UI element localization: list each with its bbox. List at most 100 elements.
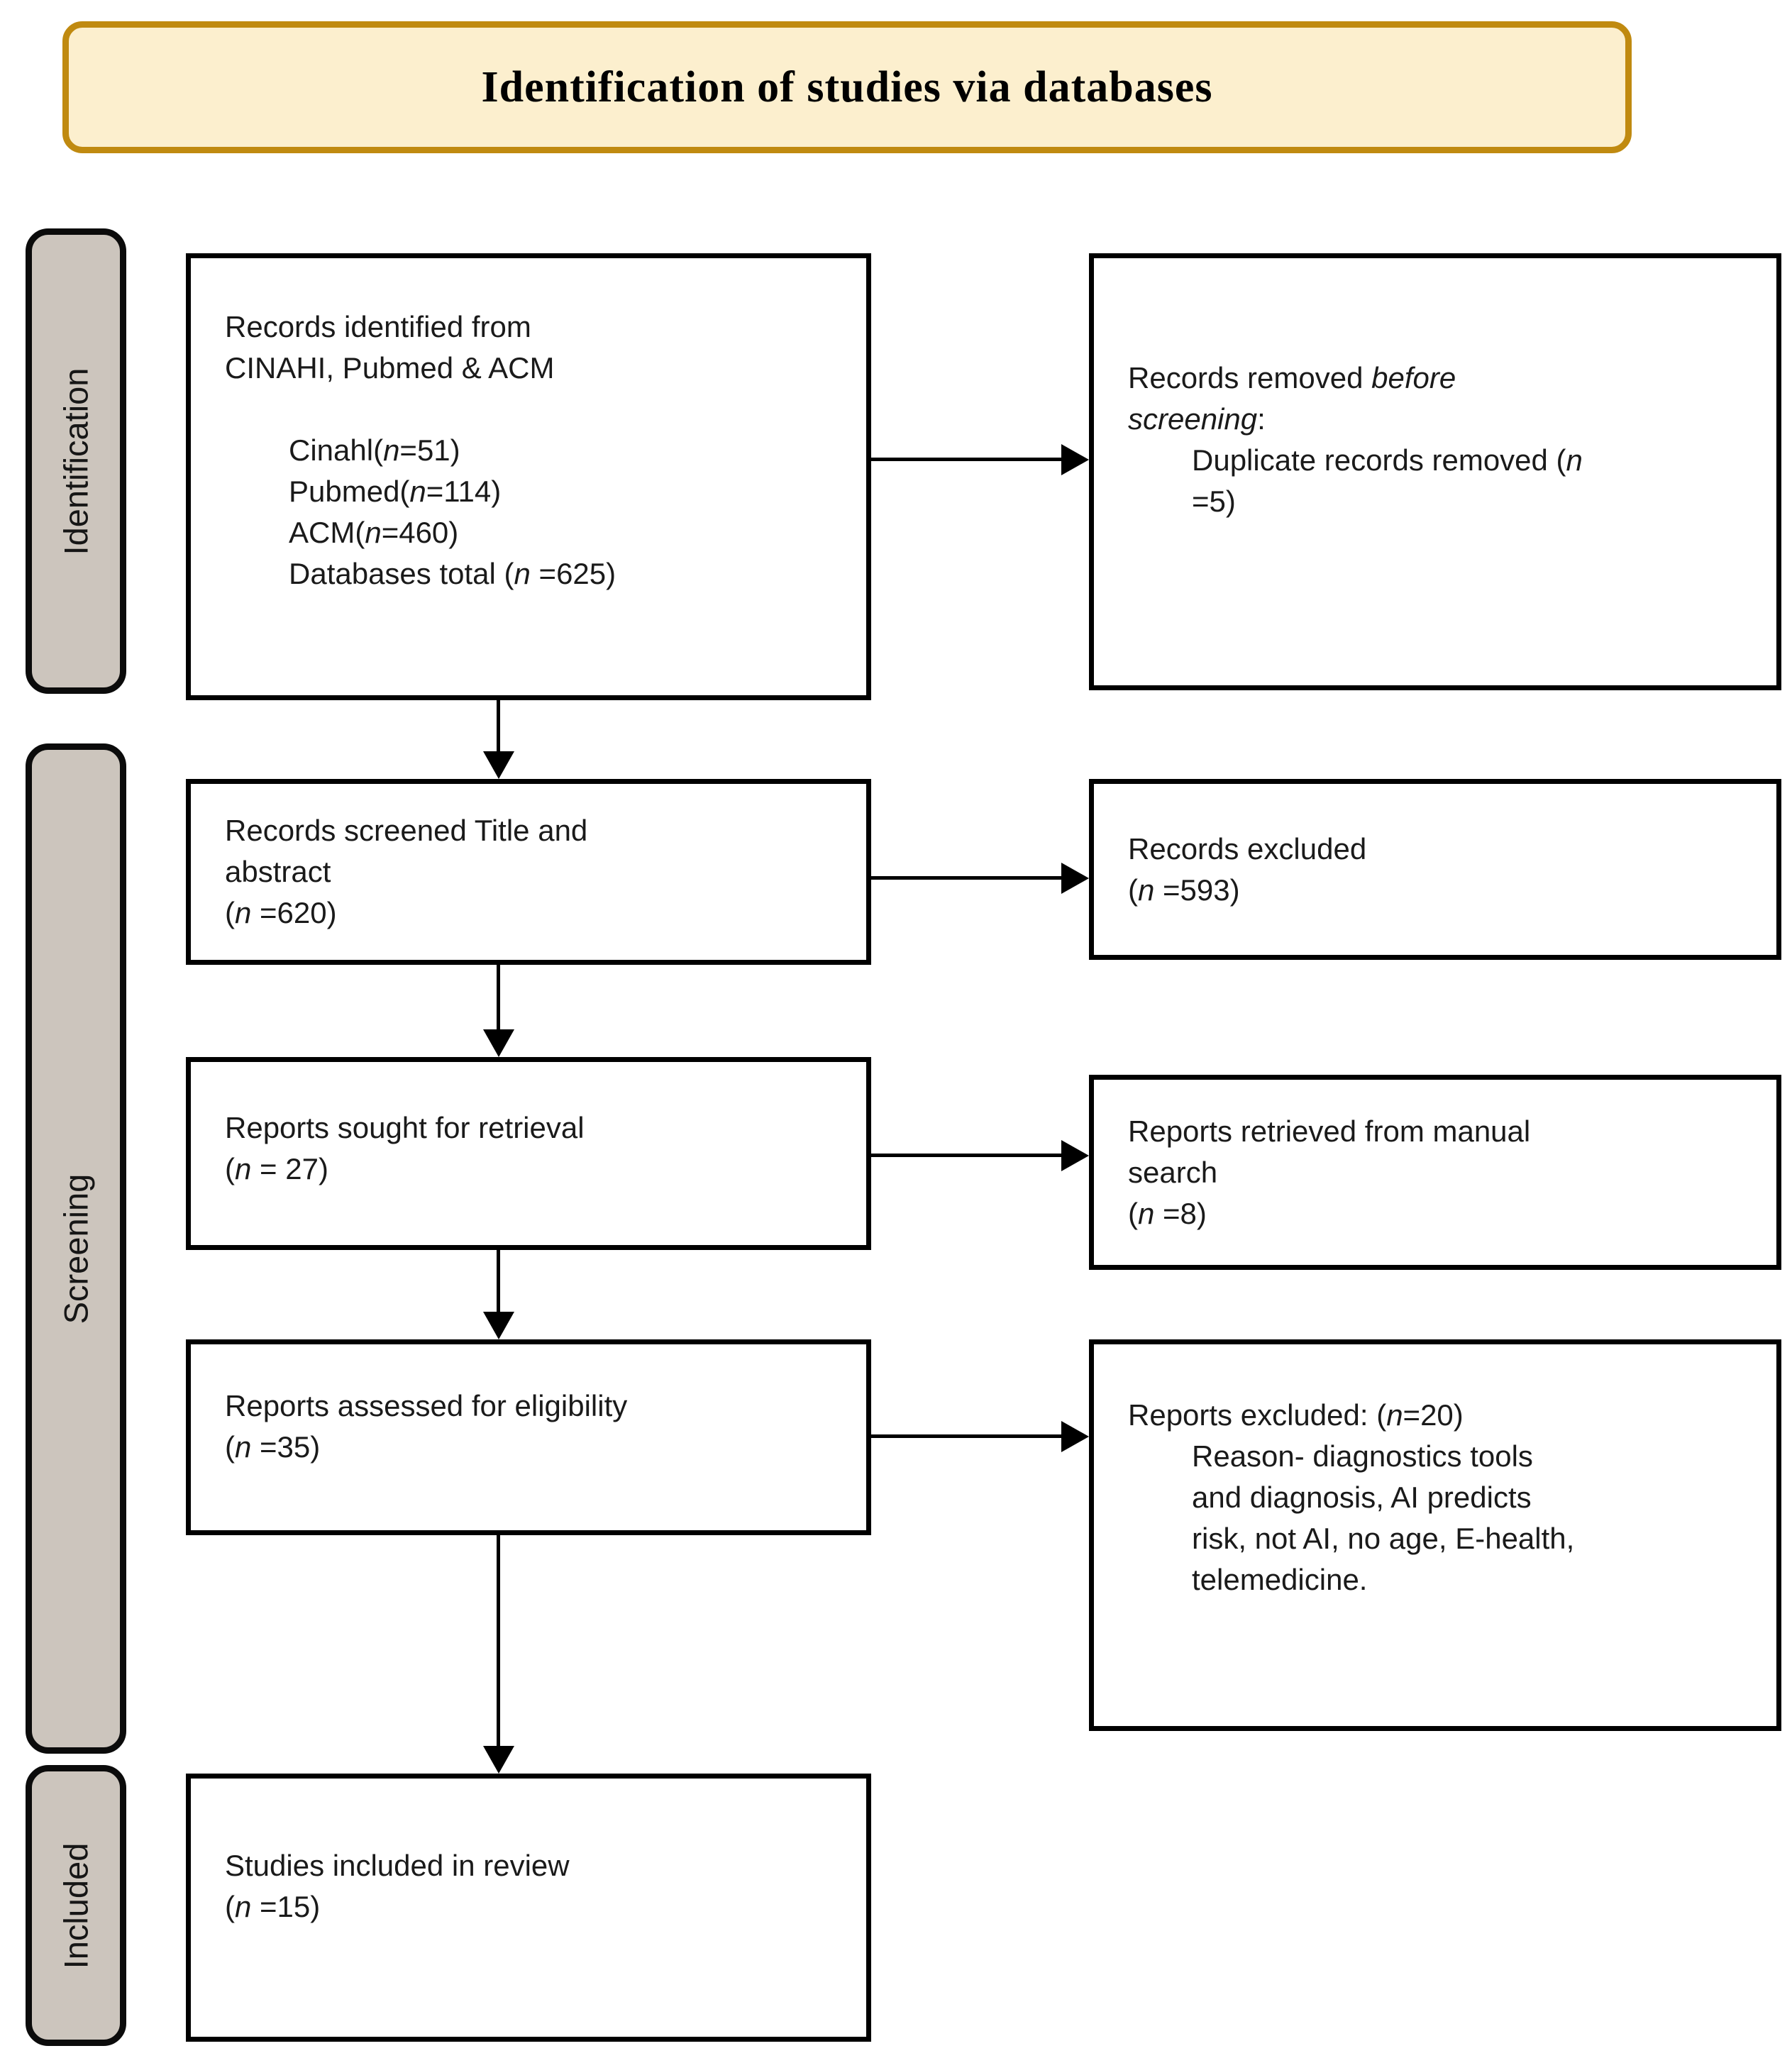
text-line: search: [1128, 1152, 1755, 1193]
stage-label-screening: Screening: [26, 743, 126, 1754]
arrow-screened-to-excluded: [870, 862, 1089, 894]
text-run: Cinahl(: [289, 433, 384, 467]
text-run: (: [225, 1890, 235, 1923]
text-run: (: [1128, 873, 1138, 907]
text-run: Records removed: [1128, 361, 1372, 394]
italic-text-run: n: [514, 557, 531, 590]
studies-included-box: Studies included in review (n =15): [186, 1774, 871, 2042]
text-run: Pubmed(: [289, 475, 410, 508]
text-run: Reports assessed for eligibility: [225, 1389, 628, 1422]
reports-assessed-box: Reports assessed for eligibility (n =35): [186, 1339, 871, 1535]
stage-label-included: Included: [26, 1765, 126, 2046]
diagram-title-banner: Identification of studies via databases: [62, 21, 1632, 153]
stage-label-identification: Identification: [26, 228, 126, 694]
text-run: :: [1257, 402, 1266, 436]
arrowhead-down-icon: [482, 1746, 514, 1774]
italic-text-run: n: [235, 896, 252, 929]
text-line: (n =15): [225, 1886, 845, 1928]
arrow-sought-to-retrieved: [870, 1139, 1089, 1171]
text-line: (n =620): [225, 892, 845, 934]
italic-text-run: n: [235, 1430, 252, 1464]
text-line: Studies included in review: [225, 1845, 845, 1886]
italic-text-run: n: [1386, 1398, 1403, 1432]
text-run: Duplicate records removed (: [1192, 443, 1566, 477]
arrowhead-right-icon: [1061, 1420, 1089, 1452]
text-run: =35): [251, 1430, 321, 1464]
text-run: search: [1128, 1155, 1218, 1189]
text-line: Databases total (n =625): [225, 553, 845, 594]
text-line: Records excluded: [1128, 829, 1755, 870]
text-run: Records excluded: [1128, 831, 1367, 865]
text-run: (: [225, 1430, 235, 1464]
text-run: (: [1128, 1196, 1138, 1230]
arrow-identified-to-screened: [482, 700, 514, 779]
text-run: Reports retrieved from manual: [1128, 1114, 1531, 1148]
text-line: ACM(n=460): [225, 512, 845, 553]
italic-text-run: n: [235, 1152, 252, 1185]
text-run: =620): [251, 896, 337, 929]
arrow-sought-to-assessed: [482, 1250, 514, 1339]
text-run: Records identified from: [225, 310, 531, 343]
text-line: Reports retrieved from manual: [1128, 1111, 1755, 1152]
records-screened-box: Records screened Title and abstract (n =62…: [186, 779, 871, 965]
arrow-identified-to-removed: [870, 443, 1089, 475]
text-line: Reports assessed for eligibility: [225, 1386, 845, 1427]
text-line: and diagnosis, AI predicts: [1128, 1477, 1755, 1518]
italic-text-run: n: [409, 475, 426, 508]
italic-text-run: screening: [1128, 402, 1258, 436]
text-line: Duplicate records removed (n: [1128, 440, 1755, 481]
text-line: [225, 389, 845, 430]
text-run: =5): [1192, 485, 1236, 518]
text-run: and diagnosis, AI predicts: [1192, 1481, 1532, 1514]
text-run: telemedicine.: [1192, 1563, 1368, 1596]
text-run: Studies included in review: [225, 1849, 570, 1882]
text-run: =8): [1154, 1196, 1207, 1230]
text-line: abstract: [225, 851, 845, 892]
stage-label-text: Screening: [57, 1173, 95, 1324]
text-line: Records removed before: [1128, 358, 1755, 399]
arrow-screened-to-sought: [482, 965, 514, 1057]
reports-retrieved-box: Reports retrieved from manual search (n =8…: [1089, 1075, 1781, 1270]
text-run: =20): [1403, 1398, 1464, 1432]
reports-sought-box: Reports sought for retrieval(n = 27): [186, 1057, 871, 1250]
text-run: =460): [381, 516, 459, 549]
arrowhead-down-icon: [482, 1312, 514, 1339]
arrowhead-down-icon: [482, 751, 514, 779]
arrowhead-right-icon: [1061, 862, 1089, 894]
text-run: abstract: [225, 855, 331, 888]
text-run: Records screened Title and: [225, 814, 588, 847]
italic-text-run: n: [1566, 443, 1583, 477]
diagram-title: Identification of studies via databases: [481, 62, 1213, 111]
text-run: (: [225, 896, 235, 929]
text-line: (n =35): [225, 1427, 845, 1468]
text-line: telemedicine.: [1128, 1559, 1755, 1600]
text-run: =593): [1154, 873, 1240, 907]
arrowhead-right-icon: [1061, 443, 1089, 475]
text-run: (: [225, 1152, 235, 1185]
text-line: (n =593): [1128, 870, 1755, 911]
arrowhead-down-icon: [482, 1029, 514, 1057]
arrowhead-right-icon: [1061, 1139, 1089, 1171]
text-run: =625): [530, 557, 616, 590]
stage-label-text: Identification: [57, 367, 95, 555]
text-line: Reports excluded: (n=20): [1128, 1395, 1755, 1436]
stage-label-text: Included: [57, 1842, 95, 1969]
text-line: (n = 27): [225, 1149, 845, 1190]
italic-text-run: n: [1138, 873, 1155, 907]
text-run: = 27): [251, 1152, 328, 1185]
text-run: =51): [399, 433, 460, 467]
text-line: Reason- diagnostics tools: [1128, 1436, 1755, 1477]
text-line: Records screened Title and: [225, 810, 845, 851]
italic-text-run: n: [235, 1890, 252, 1923]
reports-excluded-box: Reports excluded: (n=20)Reason- diagnost…: [1089, 1339, 1781, 1731]
text-run: CINAHI, Pubmed & ACM: [225, 351, 555, 385]
text-line: screening:: [1128, 399, 1755, 440]
italic-text-run: n: [383, 433, 400, 467]
text-run: Reason- diagnostics tools: [1192, 1439, 1533, 1473]
text-line: (n =8): [1128, 1193, 1755, 1234]
text-line: Reports sought for retrieval: [225, 1107, 845, 1149]
italic-text-run: n: [365, 516, 382, 549]
